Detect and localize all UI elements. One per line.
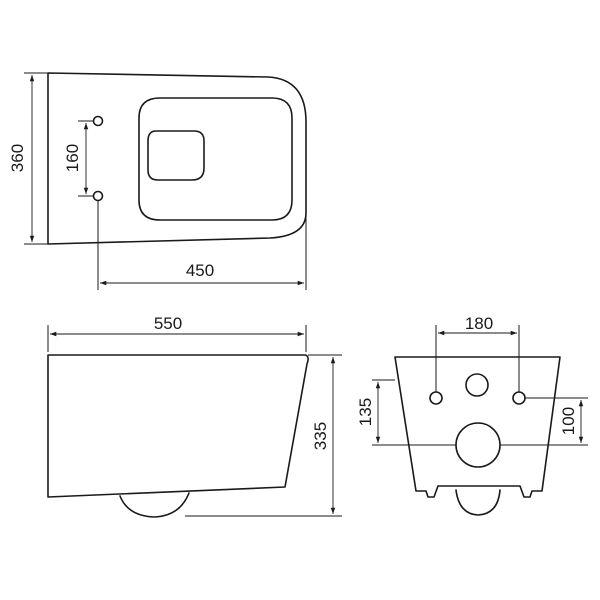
dimension-label-450: 450 (186, 261, 214, 280)
mounting-hole-top (92, 115, 104, 127)
rear-fixing-hole-left (429, 391, 443, 405)
mounting-hole-bottom (92, 190, 104, 202)
dimension-label-100: 100 (559, 407, 578, 435)
side-view: 550 335 (47, 314, 342, 518)
dimension-label-335: 335 (311, 422, 330, 450)
dimension-label-550: 550 (154, 314, 182, 333)
rear-fixing-hole-right (512, 391, 526, 405)
rear-inlet-hole (465, 373, 489, 397)
side-view-outline (47, 354, 309, 498)
dimension-label-135: 135 (356, 398, 375, 426)
dimension-label-160: 160 (63, 144, 82, 172)
drain-pipe-side (119, 492, 190, 518)
top-view-outline (47, 72, 307, 245)
rear-view-outline (394, 356, 561, 498)
rear-outlet-hole (455, 422, 501, 468)
dimension-label-180: 180 (465, 314, 493, 333)
rear-view: 180 135 100 (356, 314, 588, 516)
top-view: 360 160 450 (8, 72, 307, 290)
dimension-label-360: 360 (8, 144, 27, 172)
bowl-opening (147, 130, 205, 181)
bowl-rim (138, 97, 293, 221)
drain-pipe-rear (455, 489, 501, 516)
